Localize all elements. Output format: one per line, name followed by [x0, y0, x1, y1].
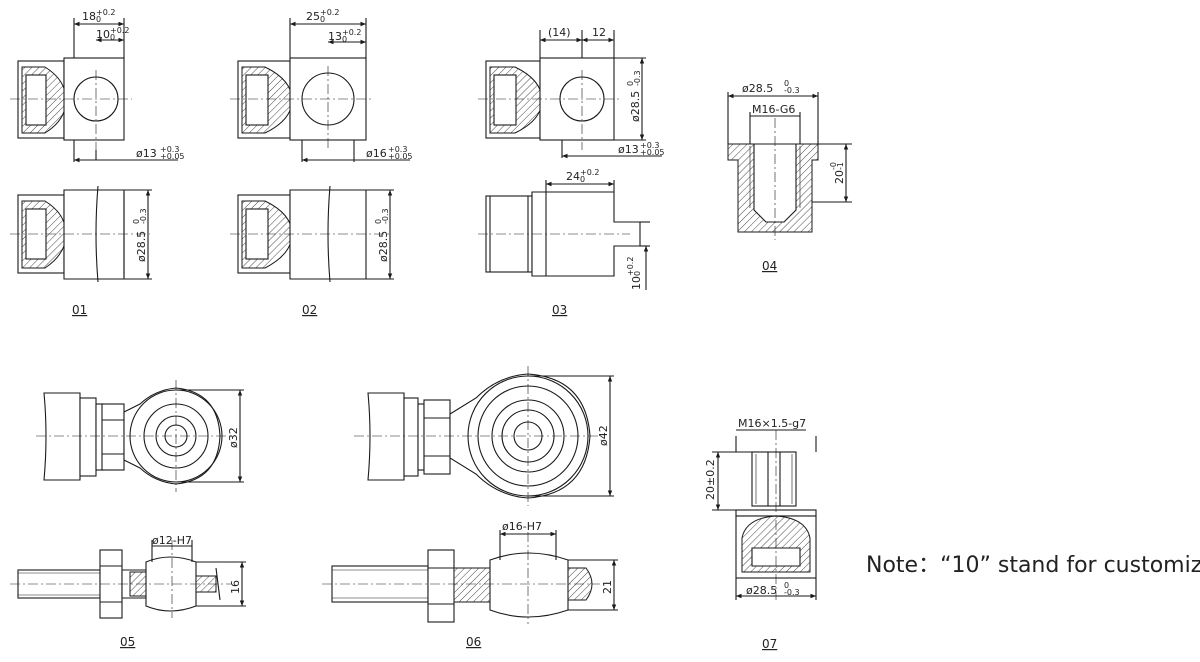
part-01-hole-tol2: 0: [110, 33, 115, 42]
part-03-slot-width-dim: 10: [630, 276, 643, 290]
part-04: [727, 92, 852, 240]
part-03-slot-dim: 12: [592, 26, 606, 39]
part-05-side-view: [10, 540, 246, 619]
part-05-width-dim: 16: [229, 580, 242, 594]
part-07-label: 07: [762, 637, 777, 651]
part-01-width-tol: +0.2: [96, 8, 115, 17]
part-04-len-tol2: -1: [836, 162, 845, 170]
part-01-dia-tol: 0: [132, 219, 141, 224]
part-06-bore-dim: ø16-H7: [502, 520, 542, 533]
part-04-dia-tol2: -0.3: [784, 86, 800, 95]
part-04-label: 04: [762, 259, 777, 273]
part-03-side-view: [478, 180, 650, 290]
part-02-bore-dim: ø16: [366, 147, 387, 160]
part-03-bore-tol: +0.3: [640, 141, 659, 150]
part-03-slot-tol: +0.2: [626, 257, 635, 276]
part-03-dia-dim: ø28.5: [629, 91, 642, 122]
part-02-bore-tol2: +0.05: [388, 152, 413, 161]
part-03-ref-dim: (14): [548, 26, 571, 39]
part-02-dia-tol: 0: [374, 219, 383, 224]
part-03-label: 03: [552, 303, 567, 317]
part-02-width-dim: 25: [306, 10, 320, 23]
part-05: ø32 ø12-H7 16 05: [10, 380, 246, 649]
part-04-dia-dim: ø28.5: [742, 82, 773, 95]
part-07-dia-tol2: -0.3: [784, 588, 800, 597]
part-01-bore-tol2: +0.05: [160, 152, 185, 161]
part-02-hole-dim: 13: [328, 30, 342, 43]
part-04-len-dim: 20: [833, 170, 846, 184]
part-02: 25 +0.2 0 13 +0.2 0 ø16 +0.3 +0.05 ø28.5…: [230, 8, 413, 317]
part-01-width-dim: 18: [82, 10, 96, 23]
part-01-dia-dim: ø28.5: [135, 231, 148, 262]
part-01-label: 01: [72, 303, 87, 317]
part-01: 18 +0.2 0 10 +0.2 0 ø13 +0.3 +0.05 ø28.5…: [10, 8, 185, 317]
part-05-label: 05: [120, 635, 135, 649]
part-03-dia-tol: 0: [626, 81, 635, 86]
part-01-top-view: [10, 18, 178, 163]
part-01-dia-tol2: -0.3: [139, 208, 148, 224]
part-07-dia-dim: ø28.5: [746, 584, 777, 597]
part-01-hole-dim: 10: [96, 28, 110, 41]
part-07-len-dim: 20±0.2: [704, 459, 717, 500]
part-01-bore-tol: +0.3: [160, 145, 179, 154]
part-02-width-tol: +0.2: [320, 8, 339, 17]
part-03-dia-tol2: -0.3: [633, 70, 642, 86]
part-04-dia-tol: 0: [784, 79, 789, 88]
part-02-dia-tol2: -0.3: [381, 208, 390, 224]
part-03-bore-tol2: +0.05: [640, 148, 665, 157]
part-02-hole-tol: +0.2: [342, 28, 361, 37]
part-05-bore-dim: ø12-H7: [152, 534, 192, 547]
part-07-thread-dim: M16×1.5-g7: [738, 417, 806, 430]
part-04-len-tol: -0: [829, 162, 838, 170]
part-02-hole-tol2: 0: [342, 35, 347, 44]
part-01-bore-dim: ø13: [136, 147, 157, 160]
part-05-dia-dim: ø32: [227, 427, 240, 448]
part-01-width-tol2: 0: [96, 15, 101, 24]
part-07: [712, 429, 817, 600]
part-02-label: 02: [302, 303, 317, 317]
part-03-bore-dim: ø13: [618, 143, 639, 156]
part-03-depth-tol2: 0: [580, 175, 585, 184]
part-06-side-view: [322, 530, 618, 624]
part-02-side-view: [230, 185, 394, 283]
part-06-front-view: [354, 366, 614, 506]
part-05-front-view: [36, 380, 244, 492]
part-06-label: 06: [466, 635, 481, 649]
part-07-dia-tol: 0: [784, 581, 789, 590]
part-04-thread-dim: M16-G6: [752, 103, 795, 116]
part-02-width-tol2: 0: [320, 15, 325, 24]
part-03-depth-dim: 24: [566, 170, 580, 183]
part-03-depth-tol: +0.2: [580, 168, 599, 177]
part-06-width-dim: 21: [601, 580, 614, 594]
part-02-top-view: [230, 18, 410, 163]
part-03-slot-tol2: 0: [633, 271, 642, 276]
part-03: (14) 12 ø28.5 0 -0.3 ø13 +0.3 +0.05 24 +…: [478, 26, 665, 317]
part-06-dia-dim: ø42: [597, 425, 610, 446]
customization-note: Note：“10” stand for customized: [866, 553, 1200, 578]
part-01-side-view: [10, 185, 152, 283]
part-02-bore-tol: +0.3: [388, 145, 407, 154]
part-01-hole-tol: +0.2: [110, 26, 129, 35]
part-03-top-view: [478, 30, 662, 159]
part-06: ø42 ø16-H7 21 06: [322, 366, 618, 649]
part-02-dia-dim: ø28.5: [377, 231, 390, 262]
